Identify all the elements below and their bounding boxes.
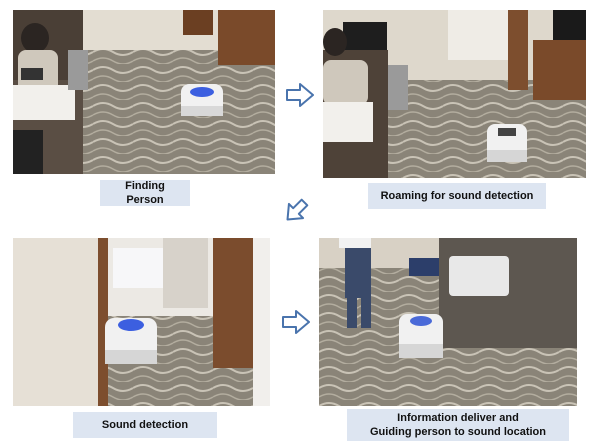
- step-caption-guiding: Information deliver and Guiding person t…: [347, 409, 569, 441]
- photo-sound-detection: [13, 238, 270, 406]
- photo-finding-person: [13, 10, 275, 174]
- photo-roaming: [323, 10, 586, 178]
- arrow-down-left-icon: [283, 198, 309, 224]
- arrow-right-icon: [286, 83, 314, 107]
- step-caption-roaming: Roaming for sound detection: [368, 183, 546, 209]
- step-label-line2: Guiding person to sound location: [370, 426, 546, 438]
- photo-guiding-person: [319, 238, 577, 406]
- step-label: Sound detection: [101, 419, 189, 431]
- step-label: Finding Person: [125, 180, 165, 206]
- step-caption-finding-person: Finding Person: [100, 180, 190, 206]
- step-caption-sound-detection: Sound detection: [73, 412, 217, 438]
- step-label: Roaming for sound detection: [380, 190, 534, 202]
- arrow-right-icon: [282, 310, 310, 334]
- step-label-line1: Information deliver and: [397, 412, 519, 424]
